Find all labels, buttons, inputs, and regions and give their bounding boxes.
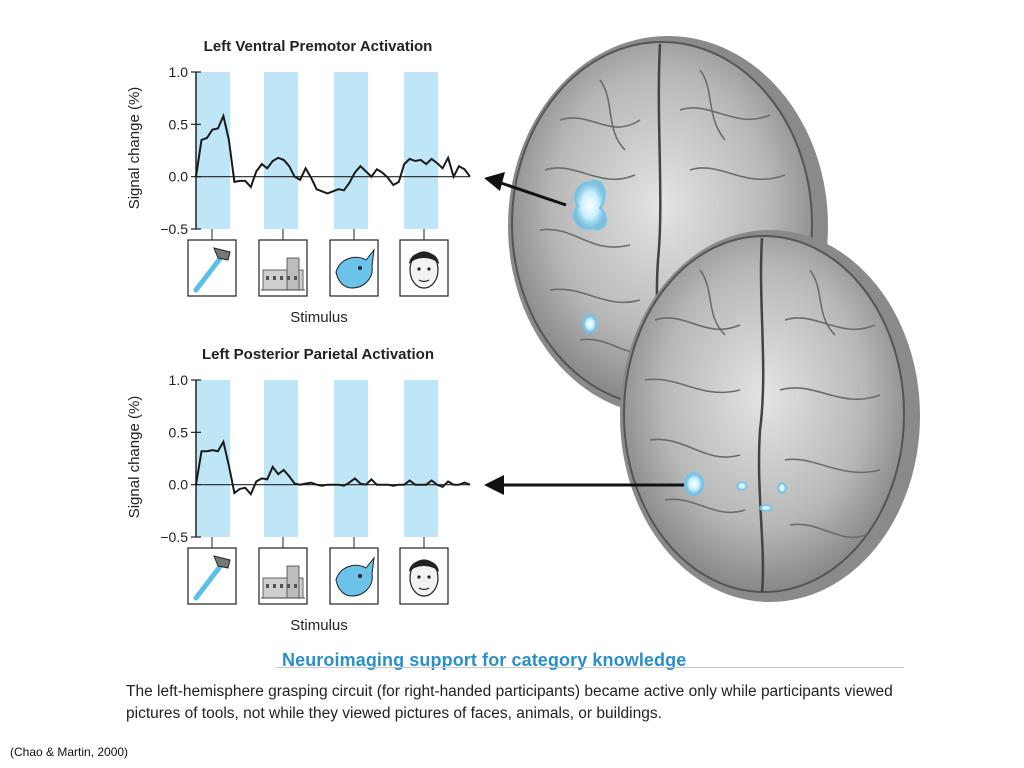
y-tick-label: 1.0 [169,64,189,80]
section-divider [276,667,904,668]
y-ticks: 1.0 0.5 0.0 −0.5 [160,372,201,545]
y-tick-label: −0.5 [160,529,188,545]
face-icon [409,251,439,289]
activation-spot-small [777,482,787,494]
stimulus-block-tools [196,380,230,537]
building-icon [261,257,305,291]
stimulus-block-buildings [264,380,298,537]
stimulus-faces [399,239,449,297]
building-icon [261,565,305,599]
arrow-to-parietal [484,475,684,495]
stimulus-buildings [258,547,308,605]
stimulus-connectors [211,229,425,240]
stimulus-block-tools [196,72,230,229]
y-tick-label: 0.0 [169,169,189,185]
y-tick-label: 0.5 [169,424,189,440]
y-tick-label: 0.0 [169,477,189,493]
stimulus-buildings [258,239,308,297]
stimulus-animals [329,239,379,297]
stimulus-blocks [196,72,438,229]
brain-front-sulci [644,269,881,539]
animal-icon [335,556,375,597]
brain-illustration-front [620,230,920,602]
chart-title: Left Ventral Premotor Activation [204,38,433,55]
y-axis-label: Signal change (%) [126,87,143,210]
stimulus-block-animals [334,380,368,537]
hammer-icon [193,247,231,293]
y-ticks: 1.0 0.5 0.0 −0.5 [160,64,201,237]
hammer-icon [193,555,231,601]
activation-spot-small [736,481,748,491]
activation-spot-small [582,314,598,334]
stimulus-icons [187,547,449,605]
stimulus-connectors [211,537,425,548]
signal-trace [195,439,471,496]
stimulus-faces [399,547,449,605]
brain-back-sulci [539,69,786,354]
x-axis-label: Stimulus [290,309,348,326]
face-icon [409,559,439,597]
x-axis-label: Stimulus [290,617,348,634]
activation-spot-small [759,504,773,512]
y-tick-label: 1.0 [169,372,189,388]
stimulus-tools [187,239,237,297]
chart-title: Left Posterior Parietal Activation [202,346,434,363]
brain-front-hemispheres [623,235,905,593]
axes [195,72,470,229]
arrow-to-premotor [484,172,567,207]
chart-ventral-premotor: Left Ventral Premotor Activation Signal … [126,38,471,326]
y-tick-label: 0.5 [169,116,189,132]
stimulus-tools [187,547,237,605]
chart-posterior-parietal: Left Posterior Parietal Activation Signa… [126,346,471,634]
stimulus-block-animals [334,72,368,229]
stimulus-block-faces [404,72,438,229]
stimulus-blocks [196,380,438,537]
activation-spot-premotor [573,179,607,231]
stimulus-animals [329,547,379,605]
figure-caption: The left-hemisphere grasping circuit (fo… [126,683,893,722]
activation-spot-parietal [684,472,704,496]
signal-trace [195,112,471,195]
stimulus-block-faces [404,380,438,537]
y-axis-label: Signal change (%) [126,396,143,519]
brain-front-midline [757,237,765,593]
section-title: Neuroimaging support for category knowle… [282,650,687,670]
y-tick-label: −0.5 [160,221,188,237]
stimulus-icons [187,239,449,297]
stimulus-block-buildings [264,72,298,229]
citation: (Chao & Martin, 2000) [10,745,129,759]
animal-icon [335,248,375,289]
